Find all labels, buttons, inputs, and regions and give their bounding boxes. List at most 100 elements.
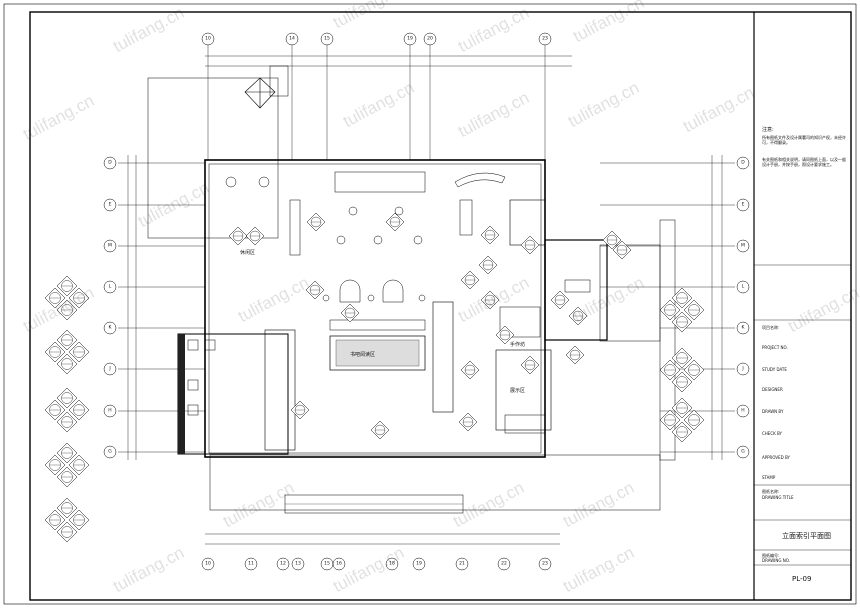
elevation-index-diamond (458, 412, 478, 432)
check-label: CHECK BY (762, 431, 782, 436)
elevation-index-diamond (683, 299, 705, 321)
svg-text:G: G (108, 449, 112, 455)
svg-text:J: J (741, 366, 743, 372)
elevation-index-diamond (68, 509, 90, 531)
axis-bubble-bottom: 13 (291, 557, 305, 571)
elevation-index-diamond (44, 399, 66, 421)
svg-text:E: E (109, 202, 112, 208)
svg-text:21: 21 (459, 561, 465, 567)
axis-bubble-bottom: 22 (497, 557, 511, 571)
notes-heading: 注意: (762, 127, 774, 133)
elevation-index-diamond (683, 359, 705, 381)
outdoor-umbrella (244, 77, 276, 109)
svg-text:23: 23 (542, 36, 548, 42)
svg-text:18: 18 (389, 561, 395, 567)
axis-bubble-top: 14 (285, 32, 299, 46)
elevation-index-diamond (306, 212, 326, 232)
elevation-index-diamond (56, 411, 78, 433)
elevation-index-diamond (495, 325, 515, 345)
room-reading-label: 书吧阅读区 (350, 351, 375, 358)
drawing-title-label: 图纸名称: (762, 489, 780, 494)
elevation-index-diamond (56, 329, 78, 351)
elevation-index-diamond (385, 212, 405, 232)
elevation-index-diamond (671, 371, 693, 393)
elevation-index-diamond (602, 230, 622, 250)
elevation-index-diamond (520, 235, 540, 255)
elevation-index-diamond (56, 497, 78, 519)
room-exhibit-label: 展示区 (510, 388, 525, 394)
top-dimensions (205, 45, 572, 160)
elevation-index-diamond (290, 400, 310, 420)
svg-text:L: L (742, 284, 745, 290)
water-feature-inner (335, 339, 420, 367)
project-label: 项目名称: (762, 325, 780, 330)
notes-body: 所有图纸文件及设计属署司的知识产权，未经许可，不得翻录。 (762, 135, 846, 145)
elevation-index-diamond (68, 454, 90, 476)
elevation-index-diamond (56, 521, 78, 543)
axis-bubble-right: M (736, 239, 750, 253)
axis-bubble-bottom: 19 (412, 557, 426, 571)
axis-bubble-left: J (103, 362, 117, 376)
elevation-index-diamond (56, 299, 78, 321)
elevation-index-diamond (480, 290, 500, 310)
axis-bubble-top: 23 (538, 32, 552, 46)
outer-border (3, 3, 857, 605)
axis-bubble-bottom: 15 (320, 557, 334, 571)
room-lounge-label: 休闲区 (240, 249, 255, 256)
water-feature (329, 335, 426, 371)
axis-bubble-bottom: 21 (455, 557, 469, 571)
inner-border (29, 11, 852, 601)
elevation-index-diamond (44, 287, 66, 309)
axis-bubble-bottom: 16 (332, 557, 346, 571)
elevation-index-diamond (44, 509, 66, 531)
svg-text:H: H (108, 408, 111, 414)
display-counter (329, 319, 426, 331)
elevation-index-diamond (659, 359, 681, 381)
elevation-index-diamond (671, 397, 693, 419)
bottom-dimensions (205, 533, 560, 545)
elevation-index-diamond (56, 466, 78, 488)
svg-text:10: 10 (205, 561, 211, 567)
axis-bubble-top: 10 (201, 32, 215, 46)
svg-text:K: K (742, 325, 746, 331)
svg-text:16: 16 (336, 561, 342, 567)
elevation-index-diamond (565, 345, 585, 365)
svg-text:E: E (742, 202, 745, 208)
elevation-index-diamond (671, 421, 693, 443)
elevation-index-diamond (56, 387, 78, 409)
axis-bubble-right: J (736, 362, 750, 376)
elevation-index-diamond (659, 299, 681, 321)
elevation-index-diamond (460, 270, 480, 290)
axis-bubble-left: G (103, 445, 117, 459)
svg-text:L: L (109, 284, 112, 290)
axis-bubble-right: H (736, 404, 750, 418)
axis-bubble-right: K (736, 321, 750, 335)
svg-text:11: 11 (248, 561, 254, 567)
elevation-index-diamond (56, 442, 78, 464)
project-name: PROJECT NO. (762, 345, 788, 350)
svg-text:K: K (109, 325, 113, 331)
elevation-index-diamond (56, 353, 78, 375)
axis-bubble-bottom: 18 (385, 557, 399, 571)
elevation-index-diamond (480, 225, 500, 245)
elevation-index-diamond (44, 341, 66, 363)
axis-bubble-right: E (736, 198, 750, 212)
elevation-index-diamond (68, 399, 90, 421)
svg-text:19: 19 (407, 36, 413, 42)
axis-bubble-right: L (736, 280, 750, 294)
drawing-no-en: DRAWING NO. (762, 558, 790, 563)
svg-text:D: D (741, 160, 745, 166)
axis-bubble-right: D (736, 156, 750, 170)
drawing-no-label: 图纸编号: (762, 553, 780, 558)
titleblock-lines (754, 264, 851, 566)
axis-bubble-bottom: 10 (201, 557, 215, 571)
approved-label: APPROVED BY (762, 455, 791, 460)
elevation-index-diamond (612, 240, 632, 260)
svg-text:22: 22 (501, 561, 507, 567)
axis-bubble-left: E (103, 198, 117, 212)
axis-bubble-top: 15 (320, 32, 334, 46)
svg-text:13: 13 (295, 561, 301, 567)
notes-body-2: 有关图纸和相关说明，请同图纸上面，以及一般设计手册，并按手册，照设计要求施工。 (762, 157, 846, 167)
